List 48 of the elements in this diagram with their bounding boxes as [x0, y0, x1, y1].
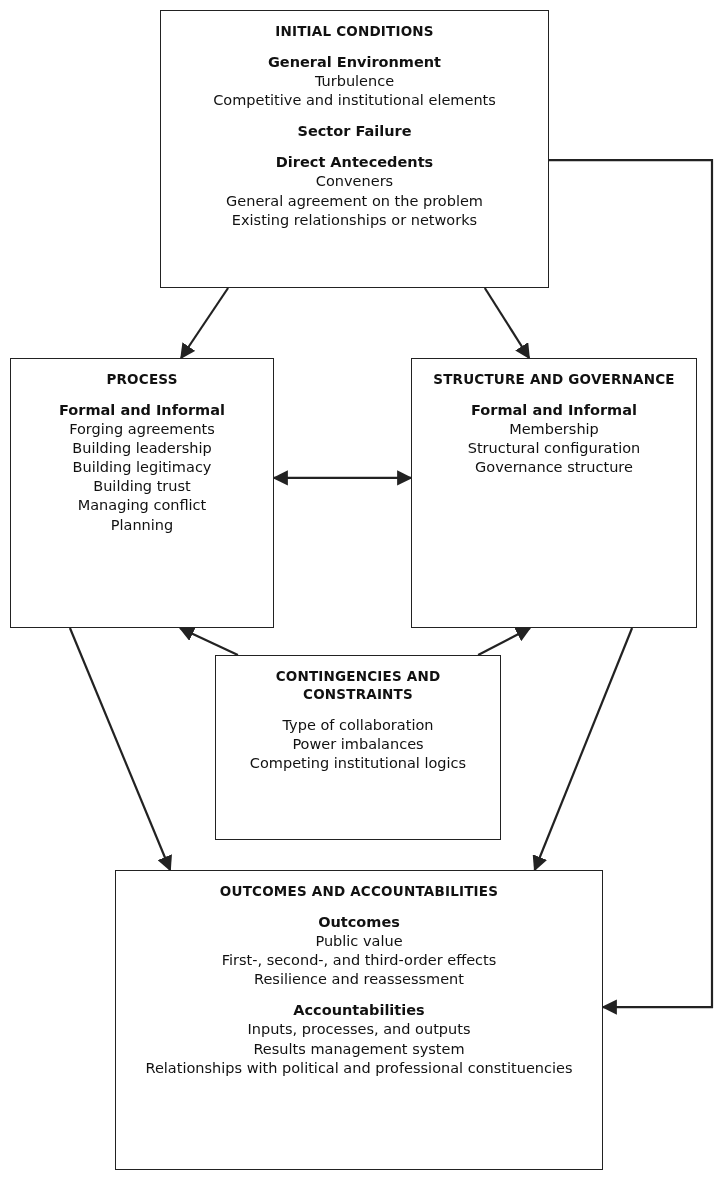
box-heading: OUTCOMES AND ACCOUNTABILITIES: [218, 883, 500, 901]
box-heading: INITIAL CONDITIONS: [274, 23, 435, 41]
list-item: First-, second-, and third-order effects: [220, 951, 498, 971]
list-item: Membership: [508, 419, 600, 439]
list-item: Building trust: [92, 477, 192, 497]
outcomes-box: [115, 870, 603, 1170]
subheading: Accountabilities: [292, 1001, 426, 1021]
list-item: Building leadership: [71, 439, 213, 459]
list-item: Existing relationships or networks: [230, 210, 479, 230]
subheading: Formal and Informal: [58, 400, 226, 420]
arrow: [532, 627, 634, 872]
arrow: [477, 627, 532, 656]
double-arrow: [272, 470, 413, 486]
arrow: [178, 626, 239, 656]
list-item: Competing institutional logics: [248, 753, 468, 773]
box-heading: STRUCTURE AND GOVERNANCE: [432, 371, 676, 389]
subheading: General Environment: [266, 52, 443, 72]
list-item: Conveners: [314, 172, 395, 192]
subheading: Formal and Informal: [470, 400, 638, 420]
list-item: Forging agreements: [68, 419, 216, 439]
list-item: Governance structure: [474, 458, 634, 478]
list-item: Planning: [109, 515, 175, 535]
list-item: Type of collaboration: [281, 715, 435, 735]
subheading: Sector Failure: [296, 122, 413, 142]
list-item: Power imbalances: [291, 734, 425, 754]
arrow: [180, 287, 229, 360]
process-box: [10, 358, 274, 628]
structure-box: [411, 358, 697, 628]
box-heading: PROCESS: [105, 371, 179, 389]
list-item: Structural configuration: [466, 439, 642, 459]
list-item: Relationships with political and professional constituencies: [144, 1058, 574, 1078]
list-item: Turbulence: [313, 71, 396, 91]
list-item: Building legitimacy: [71, 458, 213, 478]
constraints-box: [215, 655, 501, 840]
list-item: General agreement on the problem: [225, 191, 484, 211]
box-heading: CONTINGENCIES AND CONSTRAINTS: [274, 668, 442, 704]
arrow: [483, 287, 531, 360]
subheading: Direct Antecedents: [274, 153, 435, 173]
list-item: Resilience and reassessment: [253, 970, 465, 990]
conditions-box: [160, 10, 549, 288]
list-item: Results management system: [252, 1039, 466, 1059]
arrow: [68, 627, 172, 872]
list-item: Inputs, processes, and outputs: [246, 1020, 472, 1040]
arrow: [549, 159, 714, 1015]
list-item: Competitive and institutional elements: [212, 91, 497, 111]
list-item: Managing conflict: [76, 496, 208, 516]
subheading: Outcomes: [317, 912, 401, 932]
list-item: Public value: [314, 931, 404, 951]
